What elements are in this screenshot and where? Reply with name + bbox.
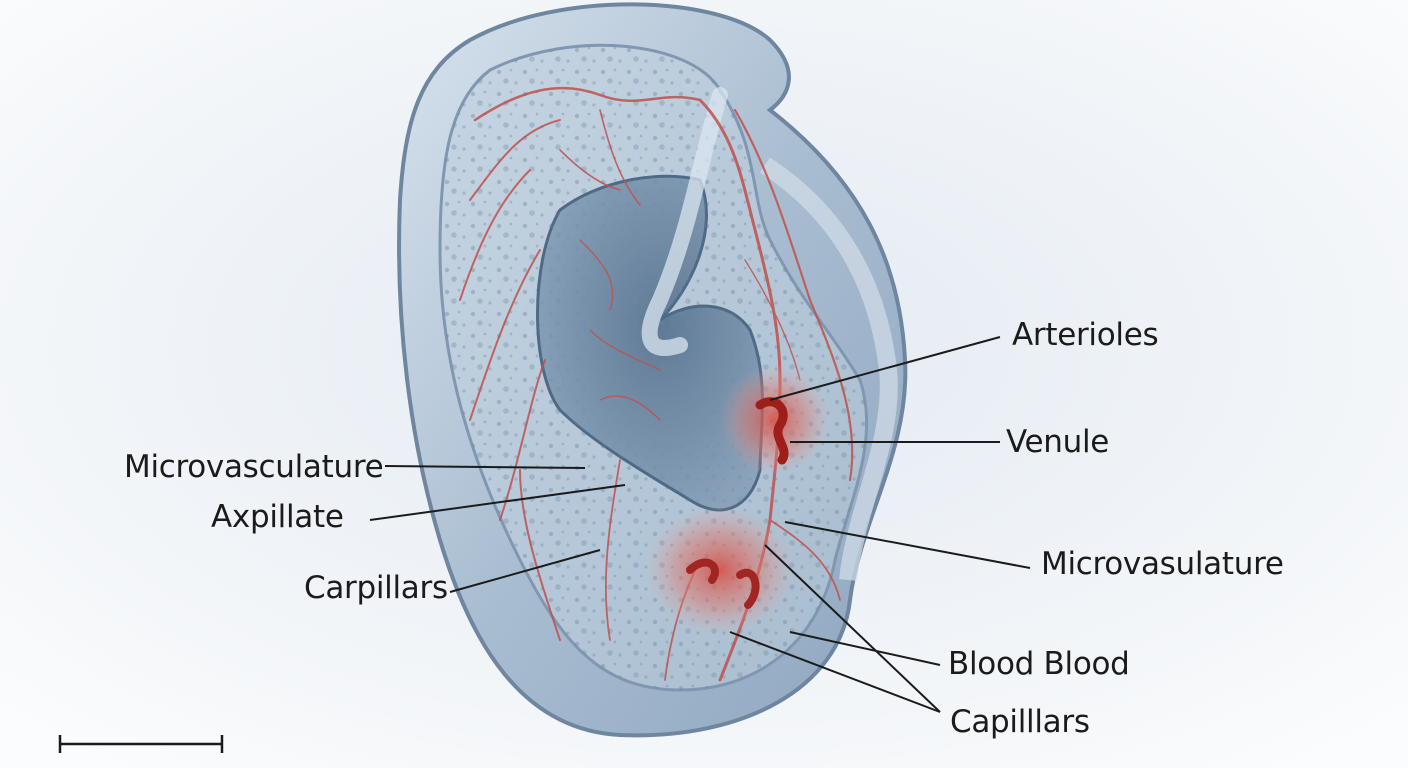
label-arterioles: Arterioles: [1012, 317, 1159, 353]
label-microvasculature-left: Microvasculature: [124, 449, 384, 485]
label-axpillate: Axpillate: [211, 499, 344, 535]
label-blood-blood: Blood Blood: [948, 646, 1130, 682]
leader-microvasculature-left: [384, 465, 586, 469]
label-carpillars: Carpillars: [304, 570, 448, 606]
leader-arterioles: [769, 336, 1001, 401]
leader-blood-blood: [789, 631, 941, 666]
highlight-regions: [645, 365, 830, 635]
blood-highlight: [645, 505, 795, 635]
label-microvasulature-right: Microvasulature: [1041, 546, 1284, 582]
leader-axpillate: [369, 484, 626, 521]
leader-microvasulature-right: [784, 521, 1031, 569]
label-capilllars: Capilllars: [950, 704, 1090, 740]
leader-lines: [369, 336, 1031, 713]
scale-bar: [58, 735, 224, 753]
leader-capilllars-a: [764, 544, 941, 713]
leader-carpillars: [449, 549, 601, 593]
label-venule: Venule: [1006, 424, 1110, 460]
ear-inner-cavity: [536, 87, 764, 512]
leader-capilllars-b: [729, 631, 941, 713]
venule-highlight: [720, 365, 830, 475]
blood-vessels: [459, 86, 854, 682]
